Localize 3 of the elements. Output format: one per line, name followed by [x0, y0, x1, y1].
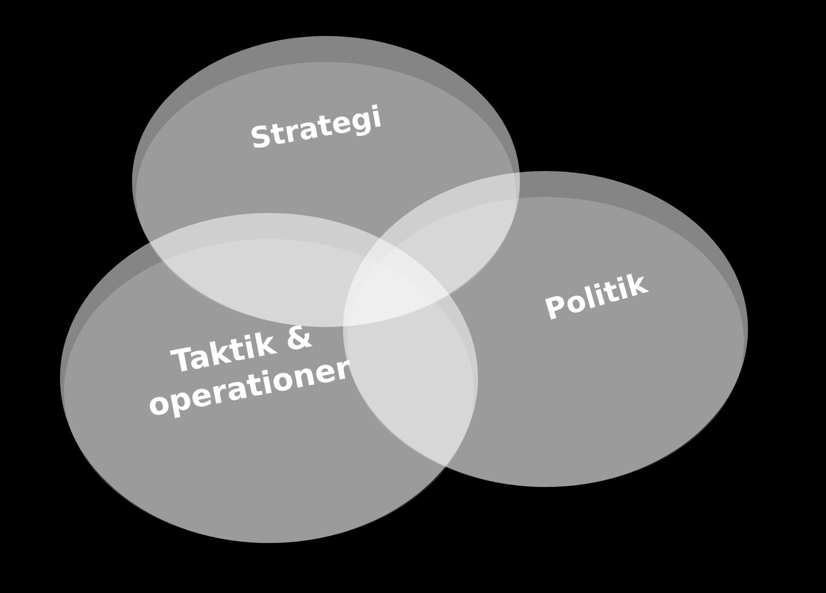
set-label: Politik: [541, 266, 651, 328]
set-label: Strategi: [248, 99, 384, 157]
venn-ellipse: [60, 213, 478, 543]
